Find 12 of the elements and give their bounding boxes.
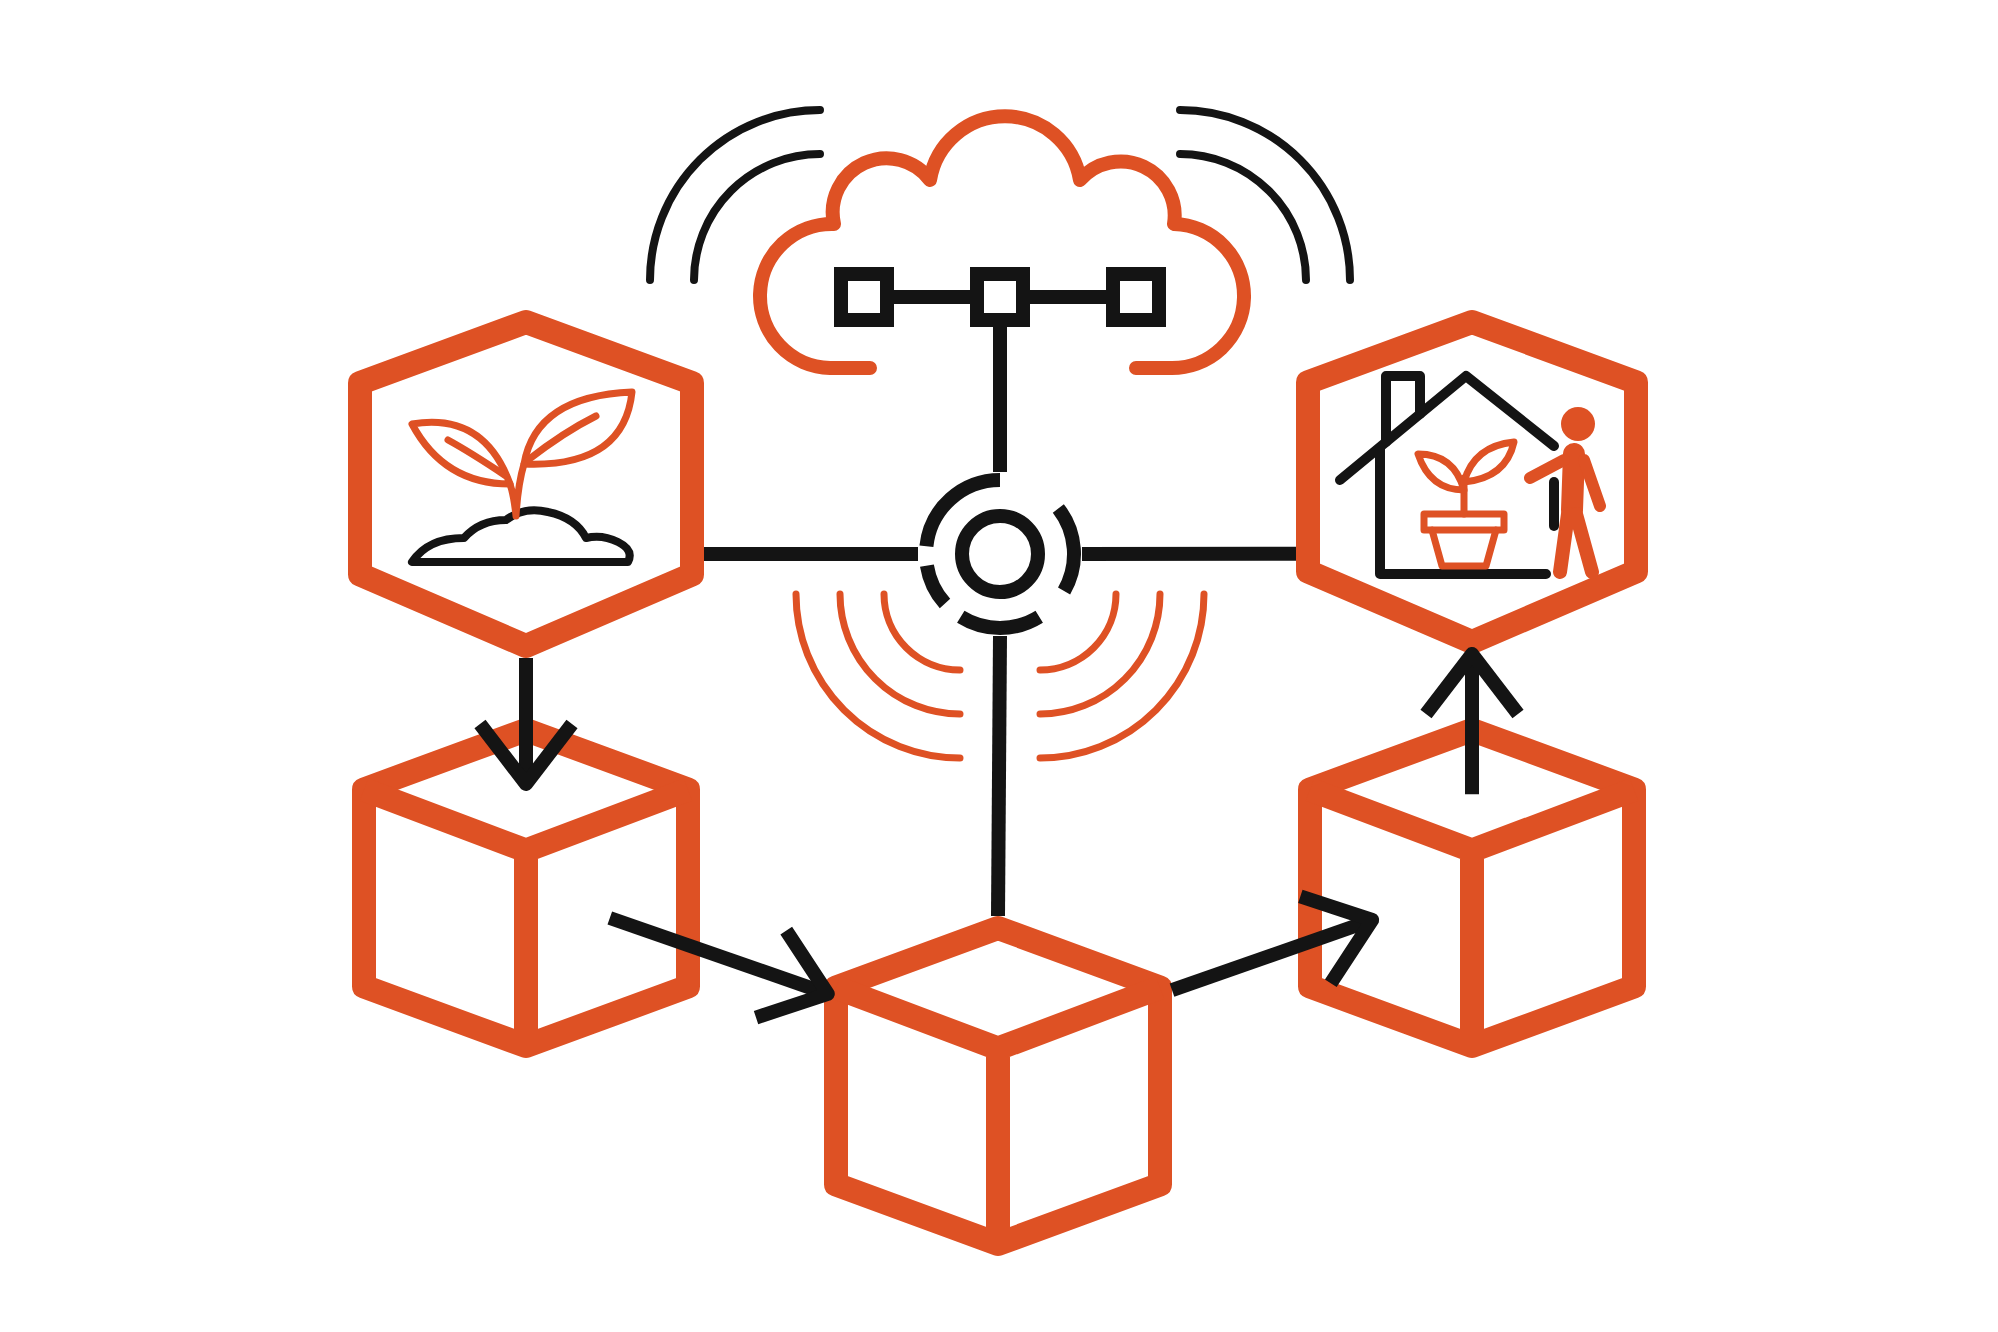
arrow [1169, 889, 1380, 997]
arrow [607, 911, 835, 1025]
connector-line [1082, 546, 1296, 561]
connector-line [991, 635, 1007, 917]
cube-block [1298, 718, 1646, 1058]
cube-block [824, 916, 1172, 1256]
hexagon-node [348, 310, 704, 658]
hub-ring [918, 472, 1082, 636]
connector-line [704, 547, 918, 561]
hexagon-node [1296, 310, 1648, 654]
cube-block [352, 718, 700, 1058]
connector-line [993, 334, 1007, 472]
